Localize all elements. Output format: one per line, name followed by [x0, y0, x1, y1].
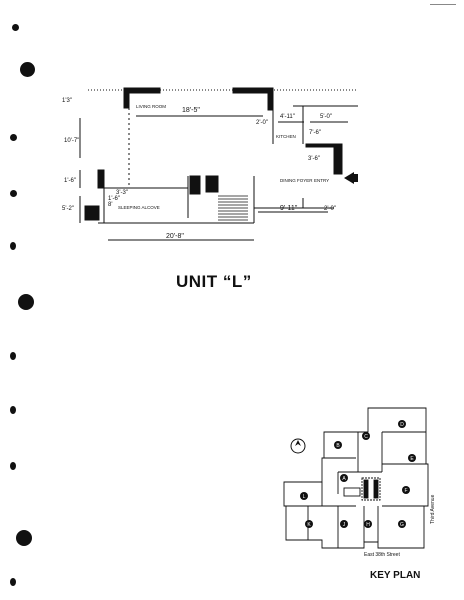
dim-label: 10'-7": [64, 138, 79, 144]
dim-label: 4'-11": [280, 114, 295, 120]
binder-hole: [16, 530, 32, 546]
binder-hole: [10, 462, 16, 470]
dim-label: 3'-3": [116, 190, 128, 196]
unit-marker: H: [366, 522, 370, 528]
corner-mark: [430, 4, 456, 5]
binder-hole: [10, 134, 17, 141]
room-label-living: LIVING ROOM: [136, 104, 166, 109]
room-label-kitchen: KITCHEN: [276, 134, 296, 139]
north-arrow-icon: [290, 438, 306, 454]
unit-marker: B: [336, 443, 340, 449]
unit-marker: D: [400, 422, 404, 428]
unit-marker: F: [404, 488, 407, 494]
street-label: East 38th Street: [364, 552, 400, 558]
dim-label: 1'3": [62, 98, 72, 104]
unit-title: UNIT “L”: [176, 272, 252, 291]
dim-label: 9'-11": [280, 205, 298, 212]
unit-marker: J: [343, 522, 346, 528]
binder-hole: [10, 190, 17, 197]
room-label-dining: DINING FOYER: [280, 178, 313, 183]
dim-label: 5'-0": [320, 114, 332, 120]
binder-hole: [10, 352, 16, 360]
dim-label: 8': [108, 202, 112, 208]
dim-label: 2'-0": [324, 206, 336, 212]
binder-hole: [20, 62, 35, 77]
unit-marker: A: [342, 476, 346, 482]
dim-label: 20'-8": [166, 233, 184, 240]
dim-label: 18'-5": [182, 107, 200, 114]
dim-label: 5'-2": [62, 206, 74, 212]
dim-label: 7'-6": [309, 130, 321, 136]
dim-label: 2'-0": [256, 120, 268, 126]
dim-label: 3'-6": [308, 156, 320, 162]
binder-hole: [12, 24, 19, 31]
binder-hole: [10, 578, 16, 586]
street-label: Third Avenue: [430, 494, 436, 524]
dim-label: 1'-6": [108, 196, 120, 202]
unit-marker: G: [400, 522, 404, 528]
unit-marker: K: [307, 522, 311, 528]
binder-hole: [18, 294, 34, 310]
entry-arrow-icon: [344, 172, 354, 184]
key-plan: B C D E A F G H J K L East 38th Street T…: [283, 407, 436, 558]
room-label-sleeping: SLEEPING ALCOVE: [118, 205, 160, 210]
binder-hole: [10, 406, 16, 414]
floor-plan: 1'3" 18'-5" 4'-11" 5'-0" 2'-0" 7'-6" 10'…: [62, 87, 358, 241]
unit-marker: E: [410, 456, 414, 462]
dim-label: 1'-6": [64, 178, 76, 184]
room-label-entry: ENTRY: [314, 178, 329, 183]
key-plan-label: KEY PLAN: [370, 570, 421, 581]
unit-marker: C: [364, 434, 368, 440]
binder-hole: [10, 242, 16, 250]
unit-marker: L: [303, 494, 306, 500]
